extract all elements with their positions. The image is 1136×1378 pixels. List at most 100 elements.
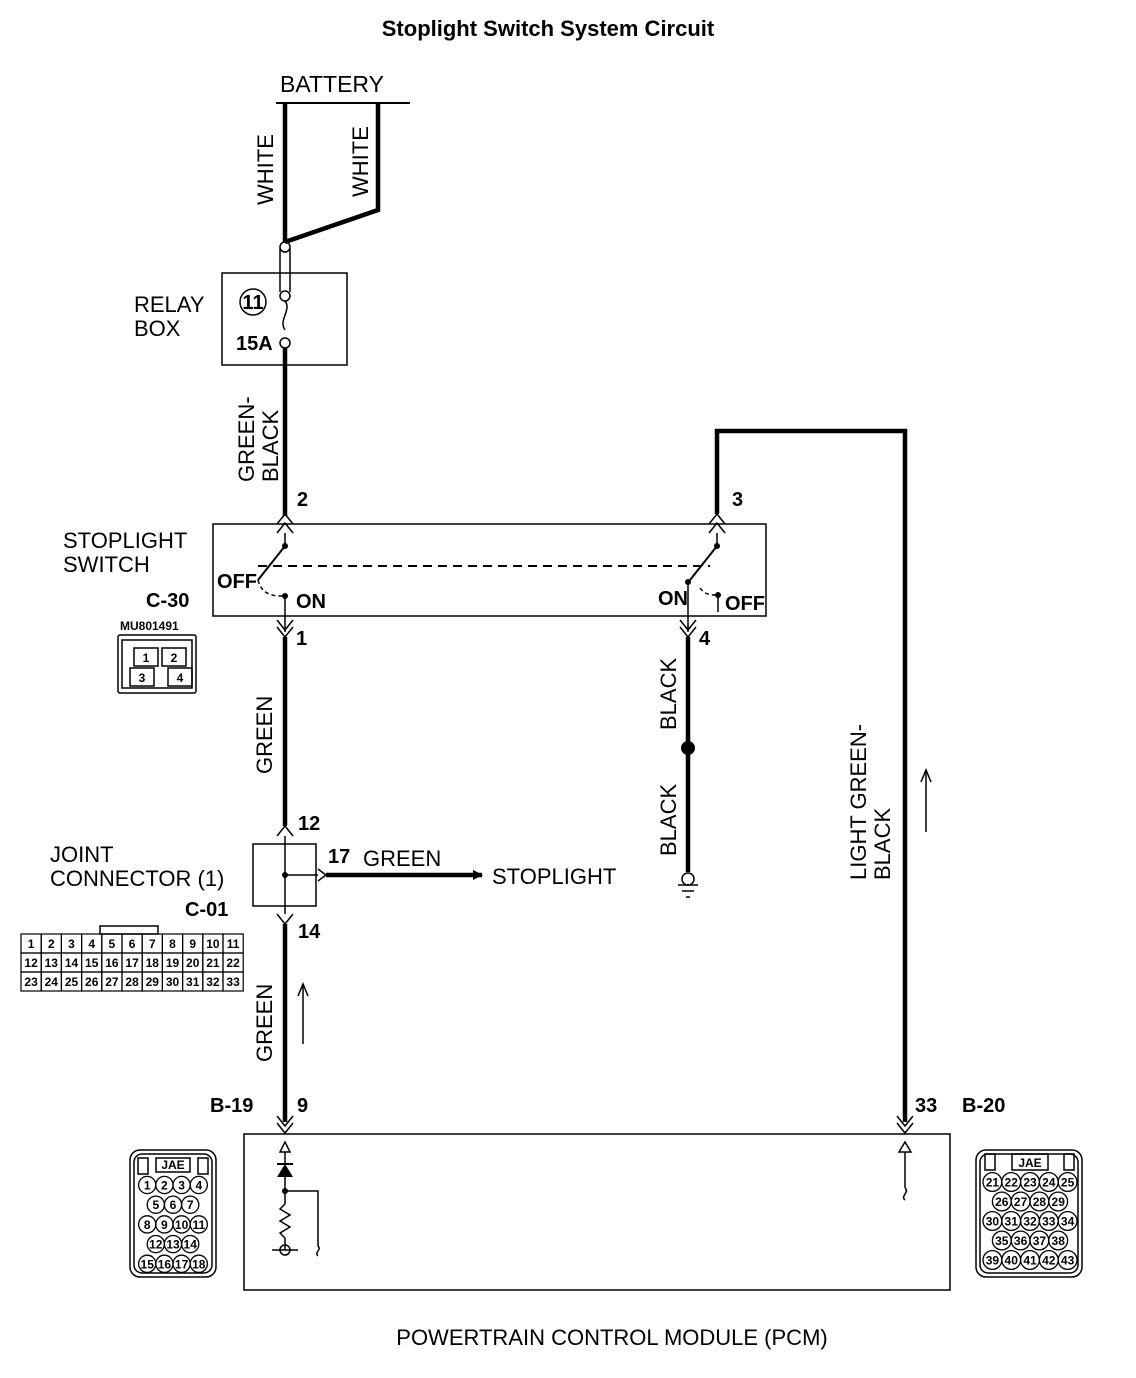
connector-pin-label: 21 xyxy=(986,1176,1000,1190)
connector-pin xyxy=(1048,1191,1069,1212)
c30-cell-4: 4 xyxy=(177,671,184,685)
connector-pin xyxy=(189,1175,209,1195)
pcm-label: POWERTRAIN CONTROL MODULE (PCM) xyxy=(396,1325,827,1350)
joint-connector-id: C-01 xyxy=(185,899,228,921)
connector-pin xyxy=(1057,1249,1078,1271)
connector-pin-label: 9 xyxy=(161,1218,168,1232)
connector-pin-label: 6 xyxy=(170,1198,177,1212)
white-wire-right xyxy=(284,103,381,245)
switch-right-blade xyxy=(689,545,718,581)
c01-cell-label: 30 xyxy=(166,975,180,989)
connector-pin-label: 3 xyxy=(178,1179,185,1193)
connector-pin-label: 25 xyxy=(1061,1176,1075,1190)
stoplight-switch-label-1: STOPLIGHT xyxy=(63,528,187,553)
connector-pin-label: 27 xyxy=(1014,1195,1028,1209)
c01-cell-label: 17 xyxy=(125,956,139,970)
connector-pin-label: 5 xyxy=(152,1198,159,1212)
c01-cell-label: 31 xyxy=(186,975,200,989)
c01-cell-label: 10 xyxy=(206,937,220,951)
pin-33-label: 33 xyxy=(915,1095,937,1117)
c01-cell-label: 19 xyxy=(166,956,180,970)
joint-connector-label-1: JOINT xyxy=(50,842,114,867)
c01-cell-label: 28 xyxy=(125,975,139,989)
connector-pin xyxy=(189,1254,209,1274)
connector-pin-label: 40 xyxy=(1005,1254,1019,1268)
c01-cell-label: 7 xyxy=(149,937,156,951)
current-direction-arrow-right xyxy=(920,768,932,832)
joint-connector-label-2: CONNECTOR (1) xyxy=(50,866,224,891)
connector-pin-label: 1 xyxy=(144,1179,151,1193)
c01-cell-label: 20 xyxy=(186,956,200,970)
c01-cell-label: 9 xyxy=(189,937,196,951)
fuse-number-circle xyxy=(239,288,267,316)
connector-pin xyxy=(180,1195,200,1214)
black-lower-label: BLACK xyxy=(656,784,681,856)
connector-pin-label: 35 xyxy=(995,1234,1009,1248)
c01-cell-label: 15 xyxy=(85,956,99,970)
c01-cell-label: 14 xyxy=(65,956,79,970)
b19-maker: JAE xyxy=(161,1158,184,1172)
pin-14-label: 14 xyxy=(298,921,321,943)
connector-pin-label: 10 xyxy=(175,1218,189,1232)
connector-pin-label: 14 xyxy=(184,1238,198,1252)
c01-cell-label: 2 xyxy=(48,937,55,951)
battery-label: BATTERY xyxy=(280,71,384,97)
connector-pin xyxy=(180,1234,200,1254)
c01-cell-label: 29 xyxy=(146,975,160,989)
connector-pin-label: 23 xyxy=(1023,1176,1037,1190)
c01-cell-label: 1 xyxy=(28,937,35,951)
connector-pin xyxy=(1057,1171,1078,1193)
connector-pin-label: 8 xyxy=(144,1218,151,1232)
c01-cell-label: 16 xyxy=(105,956,119,970)
stoplight-destination: STOPLIGHT xyxy=(492,864,616,889)
pcm-connector-b19: B-19 xyxy=(210,1095,253,1117)
connector-pin-label: 41 xyxy=(1023,1254,1037,1268)
pcm-connector-b20: B-20 xyxy=(962,1095,1005,1117)
switch-right-off: OFF xyxy=(725,593,765,615)
switch-left-off: OFF xyxy=(217,571,257,593)
diagram-title: Stoplight Switch System Circuit xyxy=(382,16,715,41)
pin-2-terminal xyxy=(276,512,294,534)
connector-pin-label: 34 xyxy=(1061,1215,1075,1229)
light-green-black-label-1: LIGHT GREEN- xyxy=(846,724,871,880)
black-upper-label: BLACK xyxy=(656,658,681,730)
c01-cell-label: 22 xyxy=(226,956,240,970)
c01-cell-label: 5 xyxy=(109,937,116,951)
c01-cell-label: 6 xyxy=(129,937,136,951)
c01-cell-label: 3 xyxy=(68,937,75,951)
c30-cell-1: 1 xyxy=(143,651,150,665)
connector-pin-label: 11 xyxy=(192,1218,205,1232)
green-black-label-1: GREEN- xyxy=(234,396,259,482)
c01-cell-label: 32 xyxy=(206,975,220,989)
connector-pin xyxy=(189,1215,209,1234)
connector-pin xyxy=(1057,1210,1078,1232)
switch-connector-id: C-30 xyxy=(146,590,189,612)
switch-left-blade xyxy=(257,545,286,581)
current-direction-arrow-left xyxy=(297,982,309,1044)
c30-cell-2: 2 xyxy=(171,651,178,665)
pin-33-terminal xyxy=(896,1115,914,1135)
c01-cell-label: 12 xyxy=(24,956,38,970)
green-black-label-2: BLACK xyxy=(258,410,283,482)
connector-pin-label: 15 xyxy=(141,1257,155,1271)
c01-cell-label: 24 xyxy=(45,975,59,989)
stoplight-switch-label-2: SWITCH xyxy=(63,552,150,577)
relay-box-label-1: RELAY xyxy=(134,292,205,317)
c01-cell-label: 23 xyxy=(24,975,38,989)
pin-12-label: 12 xyxy=(298,813,320,835)
connector-pin-label: 18 xyxy=(192,1257,206,1271)
light-green-black-label-2: BLACK xyxy=(870,808,895,880)
connector-pin-label: 2 xyxy=(161,1179,168,1193)
connector-pin-label: 31 xyxy=(1005,1215,1019,1229)
fuse-number: 11 xyxy=(242,292,263,314)
fuse-symbol xyxy=(279,241,291,349)
white-left-label: WHITE xyxy=(253,134,278,205)
switch-part-number: MU801491 xyxy=(120,619,179,633)
light-green-black-wire xyxy=(714,428,908,1122)
pcm-input-circuit-right xyxy=(897,1140,913,1201)
fuse-rating: 15A xyxy=(236,333,273,355)
green-lower-label: GREEN xyxy=(252,984,277,1062)
